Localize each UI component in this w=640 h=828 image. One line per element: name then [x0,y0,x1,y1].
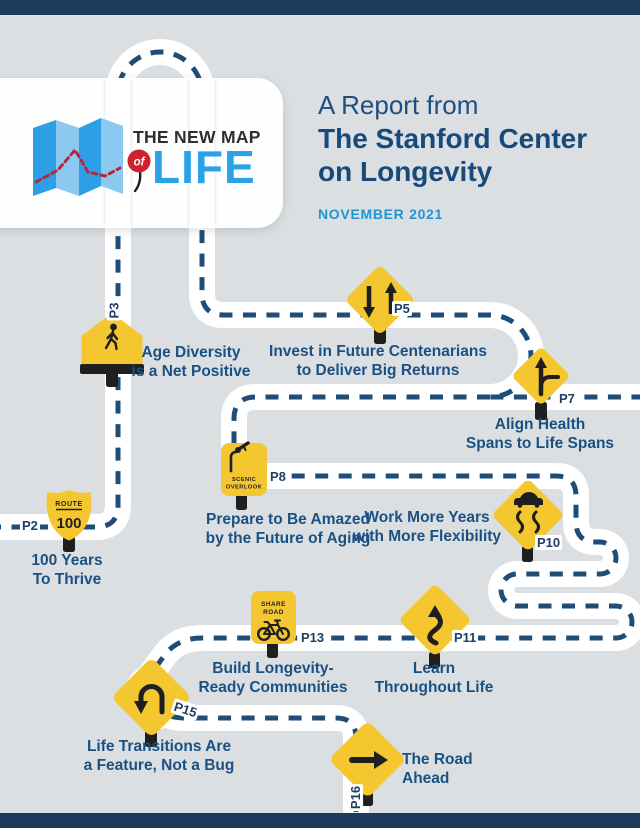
page-label-p3: P3 [106,300,122,321]
route-100-shield-sign: ROUTE 100 [46,490,92,541]
share-road-text-line2: ROAD [263,609,284,616]
route-shield-number: 100 [56,515,81,532]
caption-work-more-years: Work More Years with More Flexibility [352,509,502,545]
slippery-road-sign [493,480,563,550]
logo-of: of [134,157,146,169]
scenic-text-line2: OVERLOOK [226,485,263,491]
walking-person-icon [104,323,119,351]
caption-age-diversity: Age Diversity is a Net Positive [131,344,251,380]
logo-title-main: LIFE [152,141,256,193]
telescope-person-icon [229,441,250,473]
page-label-p16: P16 [348,783,364,812]
report-title: The Stanford Center on Longevity [318,122,587,188]
map-route-line [34,148,122,184]
bicycle-icon [257,619,291,642]
page-label-p8: P8 [268,469,288,484]
page-label-p7: P7 [557,391,577,406]
right-arrow-icon [349,751,388,769]
logo-card: THE NEW MAP of LIFE [0,78,283,228]
arrow-right-sign [331,723,404,796]
pin-icon: of [127,149,151,193]
report-prefix: A Report from [318,90,479,120]
side-road-sign [513,348,569,404]
share-road-text-line1: SHARE [261,601,286,608]
page-label-p13: P13 [299,630,327,645]
skidding-car-icon [514,492,543,534]
side-road-arrow-icon [535,357,560,397]
scenic-overlook-sign: SCENIC OVERLOOK [221,441,267,496]
u-turn-sign [114,660,189,735]
caption-build-communities: Build Longevity- Ready Communities [198,660,348,696]
page-label-p2: P2 [20,518,40,533]
sign-posts [63,328,547,806]
top-bar [0,0,640,15]
caption-road-ahead: The Road Ahead [402,751,473,787]
route-shield-word: ROUTE [55,501,83,508]
logo-title-top: THE NEW MAP [133,127,261,147]
page-label-p5: P5 [392,301,412,316]
two-way-traffic-sign [347,267,413,333]
bottom-bar [0,813,640,828]
caption-align-health: Align Health Spans to Life Spans [465,416,615,452]
report-title-line2: on Longevity [318,156,493,187]
caption-learn-throughout: Learn Throughout Life [374,660,494,696]
report-date: NOVEMBER 2021 [318,206,444,222]
caption-life-transitions: Life Transitions Are a Feature, Not a Bu… [83,738,235,774]
two-way-arrows-icon [363,282,397,318]
map-icon [33,118,123,196]
report-title-line1: The Stanford Center [318,123,588,154]
page-label-p10: P10 [535,535,563,550]
scenic-text-line1: SCENIC [232,477,257,483]
caption-invest-centenarians: Invest in Future Centenarians to Deliver… [269,343,487,379]
caption-100-years: 100 Years To Thrive [31,552,103,588]
share-road-sign: SHARE ROAD [251,591,296,644]
caption-prepare-amazed: Prepare to Be Amazed by the Future of Ag… [205,511,371,547]
u-turn-arrow-icon [134,684,165,715]
page-label-p11: P11 [452,630,479,645]
pedestrian-crossing-sign [80,313,144,374]
winding-arrow-icon [427,605,443,646]
